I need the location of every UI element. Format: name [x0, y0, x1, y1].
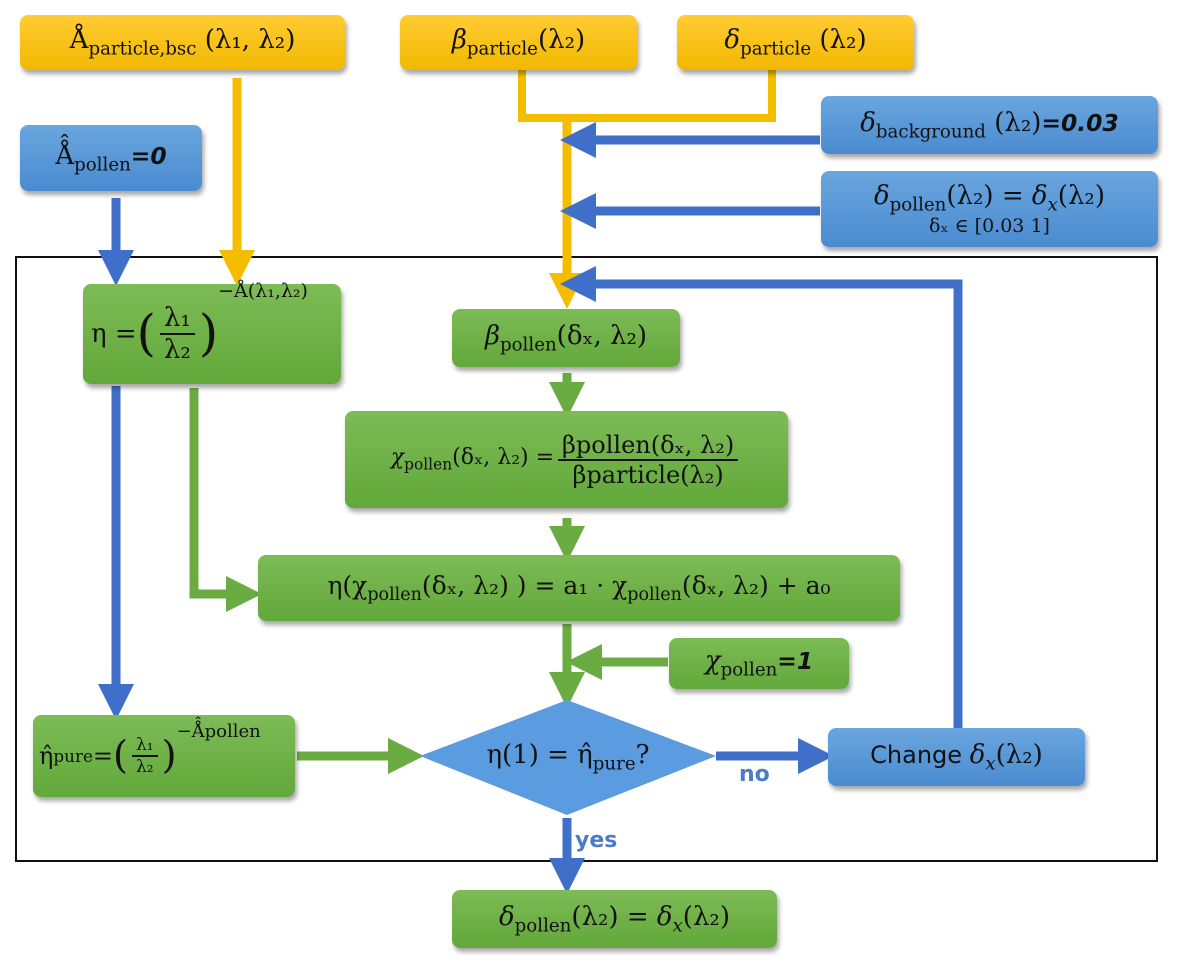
- rhs-symbol: δ: [1031, 180, 1048, 211]
- subscript: pollen: [499, 334, 557, 356]
- value: =1: [777, 647, 814, 676]
- subscript: pure: [53, 746, 93, 766]
- delta-background-node: δbackground (λ₂)=0.03: [821, 96, 1158, 154]
- edge-label-yes: yes: [575, 828, 618, 853]
- args: (λ₂): [985, 107, 1042, 138]
- lhs: η̂: [39, 742, 54, 770]
- change-delta-node: Change δx(λ₂): [828, 728, 1085, 786]
- args: (δₓ, λ₂): [556, 320, 648, 351]
- range-text: δₓ ∈ [0.03 1]: [929, 215, 1050, 238]
- bracket-particle-inputs: [518, 70, 776, 122]
- angstrom-pollen-node: Å̂pollen=0: [20, 125, 202, 191]
- subscript: pollen: [720, 659, 778, 681]
- subscript: pollen: [889, 194, 947, 216]
- value: =0: [130, 141, 167, 170]
- delta-particle-node: δparticle (λ₂): [677, 15, 914, 70]
- subscript: particle,bsc: [88, 38, 197, 60]
- rhs-subscript: x: [1047, 194, 1058, 216]
- symbol: χ: [704, 646, 721, 677]
- edge-label-no: no: [739, 762, 770, 787]
- symbol: β: [451, 25, 467, 56]
- args: (λ₂): [811, 25, 867, 56]
- symbol: β: [484, 320, 500, 351]
- decision-label: η(1) = η̂pure?: [486, 740, 650, 775]
- exponent: −Å̂pollen: [176, 721, 261, 742]
- args: (λ₂): [537, 25, 586, 56]
- chi-pollen-definition-node: χpollen(δₓ, λ₂) = βpollen(δₓ, λ₂)βpartic…: [345, 411, 788, 508]
- chi-pollen-one-node: χpollen=1: [669, 638, 849, 689]
- fraction: βpollen(δₓ, λ₂)βparticle(λ₂): [558, 431, 739, 489]
- subscript: background: [875, 121, 986, 143]
- symbol: δ: [874, 180, 890, 211]
- iteration-loop-frame: [15, 256, 1158, 862]
- result-node: δpollen(λ₂) = δx(λ₂): [452, 890, 777, 948]
- symbol: Å̂: [55, 140, 75, 171]
- angstrom-particle-node: Åparticle,bsc (λ₁, λ₂): [20, 15, 345, 70]
- value: =0.03: [1041, 108, 1119, 137]
- args: (λ₁, λ₂): [204, 25, 296, 56]
- symbol: δ: [860, 107, 876, 138]
- rhs-args: (λ₂): [1057, 180, 1105, 211]
- exponent: −Å(λ₁,λ₂): [218, 280, 308, 302]
- symbol: δ: [724, 25, 741, 56]
- subscript: particle: [740, 38, 812, 60]
- symbol: Å: [69, 25, 89, 56]
- eta-linear-node: η(χpollen(δₓ, λ₂) ) = a₁ · χpollen(δₓ, λ…: [258, 555, 900, 621]
- beta-pollen-node: βpollen(δₓ, λ₂): [452, 309, 680, 367]
- lhs: η =: [91, 319, 137, 349]
- beta-particle-node: βparticle(λ₂): [400, 15, 637, 70]
- delta-pollen-assumed-node: δpollen(λ₂) = δx(λ₂) δₓ ∈ [0.03 1]: [821, 171, 1158, 247]
- args: (λ₂) =: [946, 180, 1032, 211]
- subscript: particle: [466, 38, 538, 60]
- subscript: pollen: [74, 154, 131, 176]
